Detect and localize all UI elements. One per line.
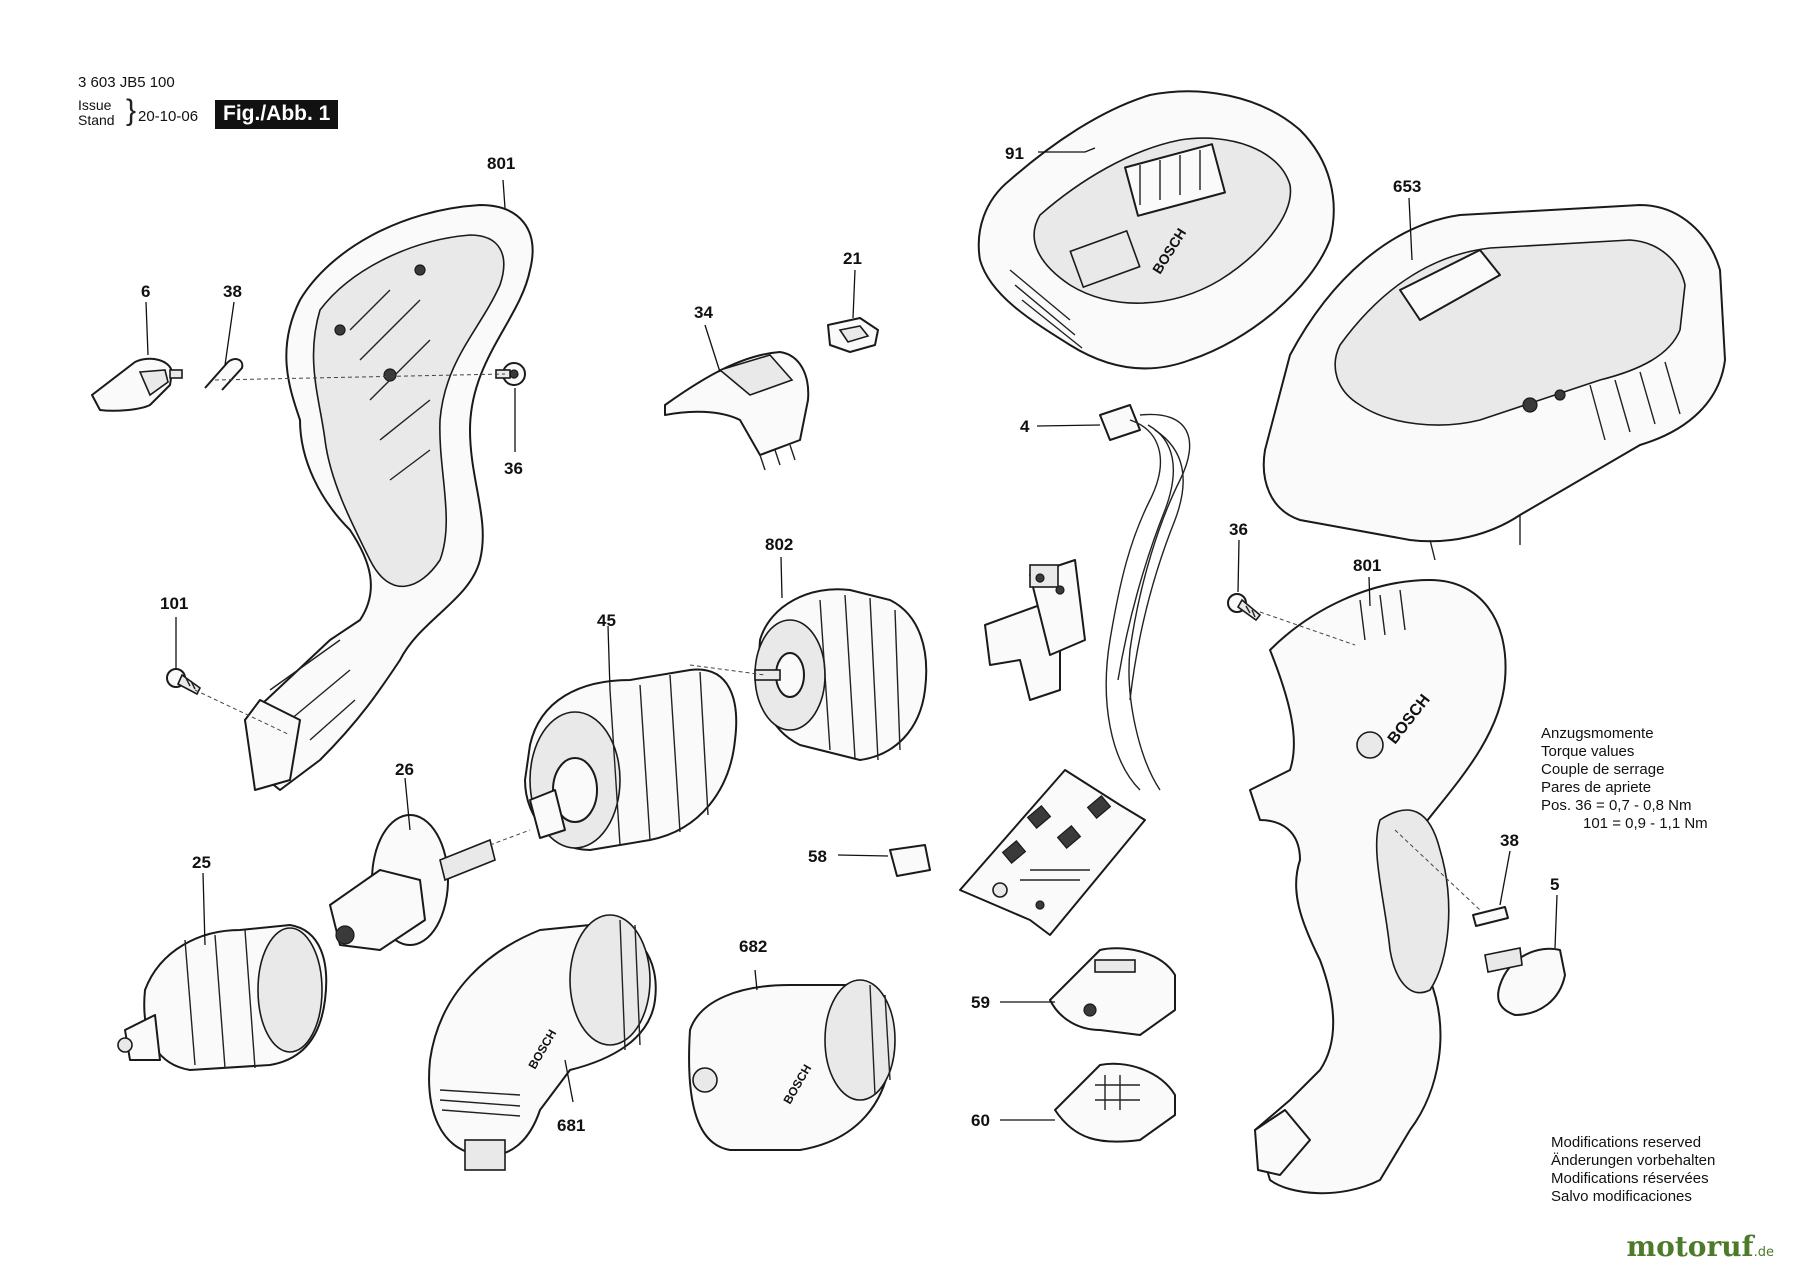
- issue-label: Issue: [78, 97, 112, 113]
- stand-label: Stand: [78, 112, 115, 128]
- part-682-offset-adapter: [688, 979, 896, 1151]
- torque-line-es: Pares de apriete: [1541, 779, 1652, 796]
- label-59: 59: [971, 993, 990, 1012]
- label-58: 58: [808, 847, 827, 866]
- label-802: 802: [765, 535, 793, 554]
- label-4: 4: [1020, 417, 1030, 436]
- part-91-battery: [977, 90, 1335, 370]
- part-25-chuck: [117, 924, 328, 1071]
- modifications-fr: Modifications réservées: [1551, 1170, 1709, 1187]
- part-26-clutch: [329, 814, 496, 951]
- part-21-knob: [827, 317, 879, 353]
- modifications-de: Änderungen vorbehalten: [1551, 1152, 1716, 1169]
- part-5-slider: [1484, 947, 1566, 1016]
- label-653: 653: [1393, 177, 1421, 196]
- torque-row-36: Pos. 36 = 0,7 - 0,8 Nm: [1541, 797, 1692, 814]
- part-59-plate: [1049, 947, 1176, 1036]
- label-34: 34: [694, 303, 713, 322]
- part-45-gearbox: [524, 668, 738, 851]
- label-26: 26: [395, 760, 414, 779]
- label-21: 21: [843, 249, 862, 268]
- brace-glyph: }: [126, 94, 137, 127]
- watermark-logo: motoruf.de: [1627, 1230, 1774, 1263]
- label-801-top: 801: [487, 154, 515, 173]
- document-code: 3 603 JB5 100: [78, 74, 175, 91]
- switch-trigger-assembly: [984, 559, 1086, 701]
- figure-label: Fig./Abb. 1: [215, 100, 339, 129]
- label-36-right: 36: [1229, 520, 1248, 539]
- label-801-right: 801: [1353, 556, 1381, 575]
- circuit-board: [959, 769, 1146, 936]
- label-5: 5: [1550, 875, 1559, 894]
- part-36-screw-right: [1227, 593, 1262, 622]
- part-38-spring-left: [204, 358, 244, 391]
- part-60-plate: [1054, 1062, 1176, 1143]
- torque-line-fr: Couple de serrage: [1541, 761, 1665, 778]
- part-681-angle-adapter: [428, 914, 657, 1171]
- issue-date: 20-10-06: [138, 108, 199, 125]
- part-34-cover: [664, 351, 810, 471]
- label-101: 101: [160, 594, 188, 613]
- label-25: 25: [192, 853, 211, 872]
- label-682: 682: [739, 937, 767, 956]
- torque-values-note: Anzugsmomente Torque values Couple de se…: [1541, 725, 1708, 833]
- label-60: 60: [971, 1111, 990, 1130]
- modifications-en: Modifications reserved: [1551, 1134, 1702, 1151]
- label-38-left: 38: [223, 282, 242, 301]
- part-802-motor: [754, 588, 928, 761]
- label-681: 681: [557, 1116, 585, 1135]
- torque-line-en: Torque values: [1541, 743, 1635, 760]
- torque-row-101: 101 = 0,9 - 1,1 Nm: [1583, 815, 1708, 832]
- label-45: 45: [597, 611, 616, 630]
- part-6-slider: [91, 357, 183, 412]
- part-38-pin-right: [1472, 906, 1509, 927]
- torque-line-de: Anzugsmomente: [1541, 725, 1654, 742]
- part-36-screw-left: [495, 362, 526, 386]
- label-36-left: 36: [504, 459, 523, 478]
- issue-labels: Issue Stand: [78, 98, 115, 128]
- label-6: 6: [141, 282, 150, 301]
- modifications-note: Modifications reserved Änderungen vorbeh…: [1551, 1134, 1715, 1206]
- part-4-wiring: [1099, 404, 1191, 791]
- part-58-pad: [889, 844, 931, 877]
- label-91: 91: [1005, 144, 1024, 163]
- housing-half-right-801: [1249, 579, 1507, 1195]
- watermark-name: motoruf: [1626, 1230, 1754, 1263]
- label-38-right: 38: [1500, 831, 1519, 850]
- housing-half-left-801: [244, 204, 534, 791]
- part-101-screw: [166, 668, 202, 696]
- watermark-suffix: .de: [1753, 1245, 1774, 1260]
- modifications-es: Salvo modificaciones: [1551, 1188, 1692, 1205]
- part-653-charger: [1262, 204, 1726, 561]
